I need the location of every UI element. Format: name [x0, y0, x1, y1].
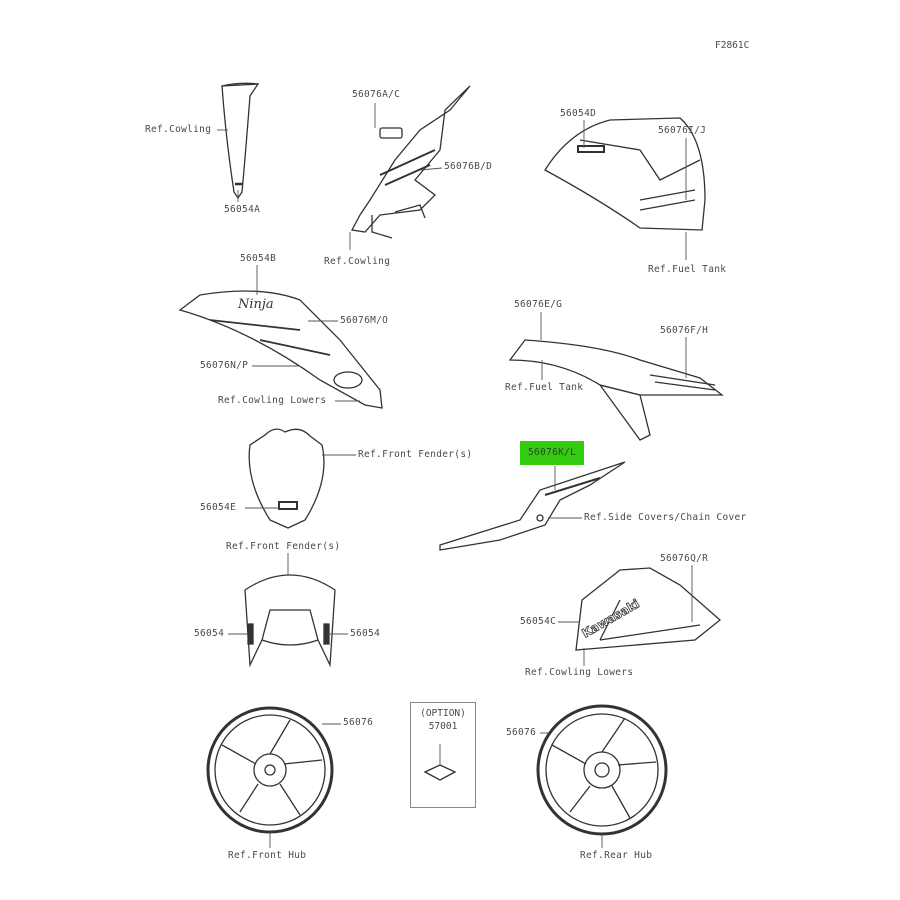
- part-56076BD-label[interactable]: 56076B/D: [444, 161, 493, 172]
- lower-cowling-part: Kawasaki: [575, 567, 722, 651]
- part-56076AC-label[interactable]: 56076A/C: [352, 89, 401, 100]
- kawasaki-decal-text: Kawasaki: [580, 597, 642, 641]
- tail-cowl-part: [508, 339, 724, 441]
- leader-lines: [217, 103, 693, 848]
- rear-wheel-part: [536, 704, 668, 836]
- part-56054-left-label[interactable]: 56054: [194, 628, 225, 639]
- part-56054C-label[interactable]: 56054C: [520, 616, 557, 627]
- part-56076EG-label[interactable]: 56076E/G: [514, 299, 563, 310]
- ref-rear-hub-label[interactable]: Ref.Rear Hub: [580, 850, 653, 861]
- ref-front-fender-label[interactable]: Ref.Front Fender(s): [358, 449, 473, 460]
- option-part: [423, 764, 457, 781]
- windscreen-part: [221, 82, 260, 200]
- front-fender-front-part: [244, 574, 336, 668]
- ref-cowling-label-2[interactable]: Ref.Cowling: [324, 256, 391, 267]
- part-56076QR-label[interactable]: 56076Q/R: [660, 553, 709, 564]
- ref-front-fender-label-2[interactable]: Ref.Front Fender(s): [226, 541, 341, 552]
- upper-cowling-part: [350, 85, 471, 239]
- part-56054D-label[interactable]: 56054D: [560, 108, 597, 119]
- ref-side-covers-label[interactable]: Ref.Side Covers/Chain Cover: [584, 512, 747, 523]
- side-cover-part: [439, 461, 626, 551]
- part-56076KL-label-highlighted[interactable]: 56076K/L: [520, 441, 585, 465]
- front-wheel-part: [206, 706, 334, 834]
- diagram-code: F2861C: [715, 40, 750, 51]
- ref-cowling-lowers-label[interactable]: Ref.Cowling Lowers: [218, 395, 327, 406]
- part-56054E-label[interactable]: 56054E: [200, 502, 237, 513]
- ninja-decal-text: Ninja: [237, 297, 274, 312]
- part-56054-right-label[interactable]: 56054: [350, 628, 381, 639]
- part-56054A-label[interactable]: 56054A: [224, 204, 261, 215]
- option-part-57001-label[interactable]: 57001: [428, 721, 458, 732]
- ref-fuel-tank-label-2[interactable]: Ref.Fuel Tank: [505, 382, 584, 393]
- ref-cowling-label[interactable]: Ref.Cowling: [145, 124, 212, 135]
- option-box: (OPTION) 57001: [410, 702, 476, 808]
- option-title: (OPTION): [420, 708, 466, 719]
- front-fender-part: [248, 428, 325, 529]
- part-56076IJ-label[interactable]: 56076I/J: [658, 125, 707, 136]
- part-56076-rear-wheel-label[interactable]: 56076: [506, 727, 537, 738]
- ref-cowling-lowers-label-2[interactable]: Ref.Cowling Lowers: [525, 667, 634, 678]
- part-56076-front-wheel-label[interactable]: 56076: [343, 717, 374, 728]
- ref-front-hub-label[interactable]: Ref.Front Hub: [228, 850, 307, 861]
- part-56076NP-label[interactable]: 56076N/P: [200, 360, 249, 371]
- part-56076MO-label[interactable]: 56076M/O: [340, 315, 389, 326]
- part-56054B-label[interactable]: 56054B: [240, 253, 277, 264]
- part-56076FH-label[interactable]: 56076F/H: [660, 325, 709, 336]
- ref-fuel-tank-label[interactable]: Ref.Fuel Tank: [648, 264, 727, 275]
- side-fairing-part: Ninja: [178, 290, 383, 409]
